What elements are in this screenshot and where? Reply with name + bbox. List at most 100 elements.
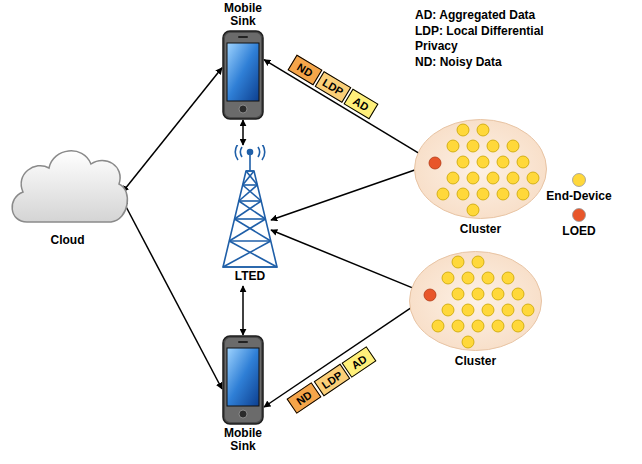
end-device-dot bbox=[437, 188, 449, 200]
phone-rim bbox=[225, 33, 261, 117]
chip-label: ND bbox=[294, 389, 314, 408]
end-device-dot bbox=[457, 124, 469, 136]
end-device-dot bbox=[442, 304, 454, 316]
phone-icon bbox=[222, 335, 264, 425]
legend-label: LOED bbox=[536, 225, 622, 238]
end-device-dot bbox=[462, 304, 474, 316]
tower-frame bbox=[223, 171, 277, 267]
legend-swatch-dot bbox=[573, 174, 586, 187]
end-device-dot bbox=[457, 156, 469, 168]
end-device-dot bbox=[472, 320, 484, 332]
tower-brace bbox=[229, 241, 277, 267]
legend-item: LOED bbox=[536, 207, 622, 238]
end-device-dot bbox=[482, 304, 494, 316]
data-chip: AD bbox=[344, 89, 379, 120]
data-chip: ND bbox=[287, 382, 322, 414]
signal-arc bbox=[235, 145, 238, 160]
phone-screen bbox=[227, 348, 259, 406]
connector-arrow bbox=[264, 60, 429, 160]
end-device-dot bbox=[457, 188, 469, 200]
cluster-region bbox=[410, 252, 542, 351]
signal-arc bbox=[258, 147, 260, 157]
end-device-dot bbox=[512, 320, 524, 332]
end-device-dot bbox=[447, 140, 459, 152]
end-device-dot bbox=[502, 304, 514, 316]
phone-node: Mobile Sink bbox=[200, 335, 286, 453]
end-device-dot bbox=[477, 188, 489, 200]
legend-swatch bbox=[571, 207, 587, 223]
device-label: Mobile Sink bbox=[217, 427, 269, 453]
connector-arrow bbox=[271, 165, 428, 220]
legend-item: End-Device bbox=[536, 172, 622, 203]
tower-brace bbox=[239, 185, 258, 201]
node-label: Cluster bbox=[413, 223, 548, 236]
end-device-dot bbox=[477, 156, 489, 168]
tower-bar bbox=[243, 184, 258, 186]
key-note: ND: Noisy Data bbox=[415, 55, 502, 70]
phone-icon bbox=[222, 30, 264, 120]
cluster-node: Cluster bbox=[408, 250, 543, 368]
end-device-dot bbox=[482, 272, 494, 284]
end-device-dot bbox=[517, 188, 529, 200]
tower-bar bbox=[239, 200, 261, 202]
cloud-node: Cloud bbox=[5, 130, 130, 247]
cluster-icon bbox=[408, 250, 543, 352]
connector-arrow bbox=[242, 286, 244, 335]
end-device-dot bbox=[497, 156, 509, 168]
tower-brace bbox=[243, 185, 262, 201]
end-device-dot bbox=[497, 188, 509, 200]
end-device-dot bbox=[492, 288, 504, 300]
phone-node: Mobile Sink bbox=[200, 2, 286, 120]
node-label: Cloud bbox=[5, 234, 130, 247]
key-note: AD: Aggregated Data bbox=[415, 8, 535, 23]
end-device-dot bbox=[452, 288, 464, 300]
legend-swatch-dot bbox=[573, 209, 586, 222]
key-note: LDP: Local Differential Privacy bbox=[415, 24, 580, 54]
node-label: Cluster bbox=[408, 355, 543, 368]
end-device-dot bbox=[442, 272, 454, 284]
cluster-icon bbox=[413, 118, 548, 220]
tower-brace bbox=[243, 171, 254, 185]
legend-swatch bbox=[571, 172, 587, 188]
end-device-dot bbox=[502, 272, 514, 284]
phone-screen bbox=[227, 43, 259, 101]
end-device-dot bbox=[487, 172, 499, 184]
end-device-dot bbox=[492, 320, 504, 332]
end-device-dot bbox=[487, 140, 499, 152]
chip-label: LDP bbox=[320, 76, 345, 98]
end-device-dot bbox=[452, 256, 464, 268]
end-device-dot bbox=[467, 140, 479, 152]
tower-brace bbox=[235, 219, 271, 241]
tower-brace bbox=[229, 219, 265, 241]
end-device-dot bbox=[432, 320, 444, 332]
tower-bar bbox=[223, 266, 277, 268]
phone-speaker bbox=[238, 341, 248, 343]
tower-icon bbox=[215, 145, 285, 270]
tower-brace bbox=[235, 201, 262, 219]
tower-node: LTED bbox=[215, 145, 285, 283]
chip-label: ND bbox=[295, 61, 315, 79]
legend-label: End-Device bbox=[536, 190, 622, 203]
loed-dot bbox=[429, 157, 441, 169]
chip-label: AD bbox=[351, 95, 371, 113]
chip-label: LDP bbox=[320, 369, 345, 391]
connector-arrow bbox=[123, 68, 223, 192]
phone-speaker bbox=[238, 36, 248, 38]
phone-body bbox=[223, 31, 263, 119]
connector-arrow bbox=[271, 230, 424, 292]
connector-arrow bbox=[123, 200, 223, 389]
cluster-region bbox=[415, 120, 547, 219]
end-device-dot bbox=[472, 256, 484, 268]
end-device-dot bbox=[462, 336, 474, 348]
end-device-dot bbox=[472, 288, 484, 300]
phone-button bbox=[239, 410, 247, 418]
end-device-dot bbox=[447, 172, 459, 184]
tower-bar bbox=[229, 240, 271, 242]
end-device-dot bbox=[507, 140, 519, 152]
signal-dot bbox=[248, 150, 253, 155]
tower-symbol bbox=[223, 145, 277, 267]
end-device-dot bbox=[507, 172, 519, 184]
connector-arrow bbox=[242, 120, 244, 145]
cluster-node: Cluster bbox=[413, 118, 548, 236]
